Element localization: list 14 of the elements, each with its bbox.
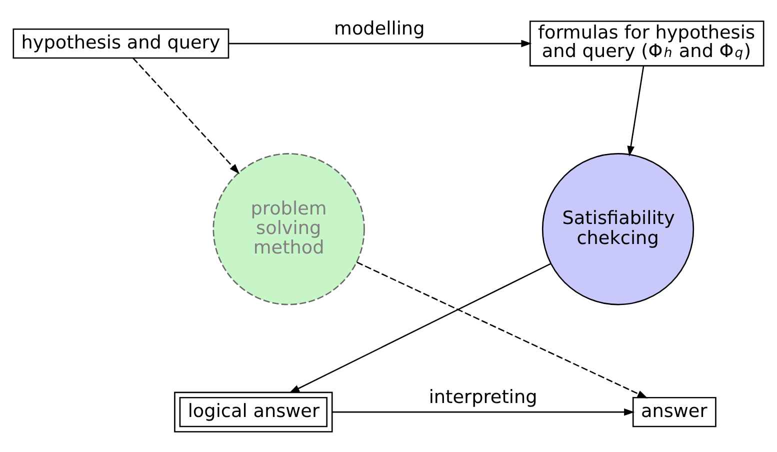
arrow (132, 57, 240, 174)
node-circle: problem solving method (212, 152, 365, 305)
node-box: logical answer (174, 391, 333, 432)
edge-label: modelling (334, 18, 425, 40)
edge-label: interpreting (428, 386, 538, 408)
node-circle: Satisfiability chekcing (542, 152, 694, 305)
node-box: hypothesis and query (12, 28, 230, 58)
arrow (356, 261, 648, 398)
arrow (228, 39, 532, 47)
node-box: formulas for hypothesis and query (Φh and Φq) (530, 20, 764, 66)
arrow (627, 65, 644, 156)
arrow (332, 408, 635, 416)
arrow (289, 262, 552, 393)
node-box: answer (632, 396, 716, 427)
